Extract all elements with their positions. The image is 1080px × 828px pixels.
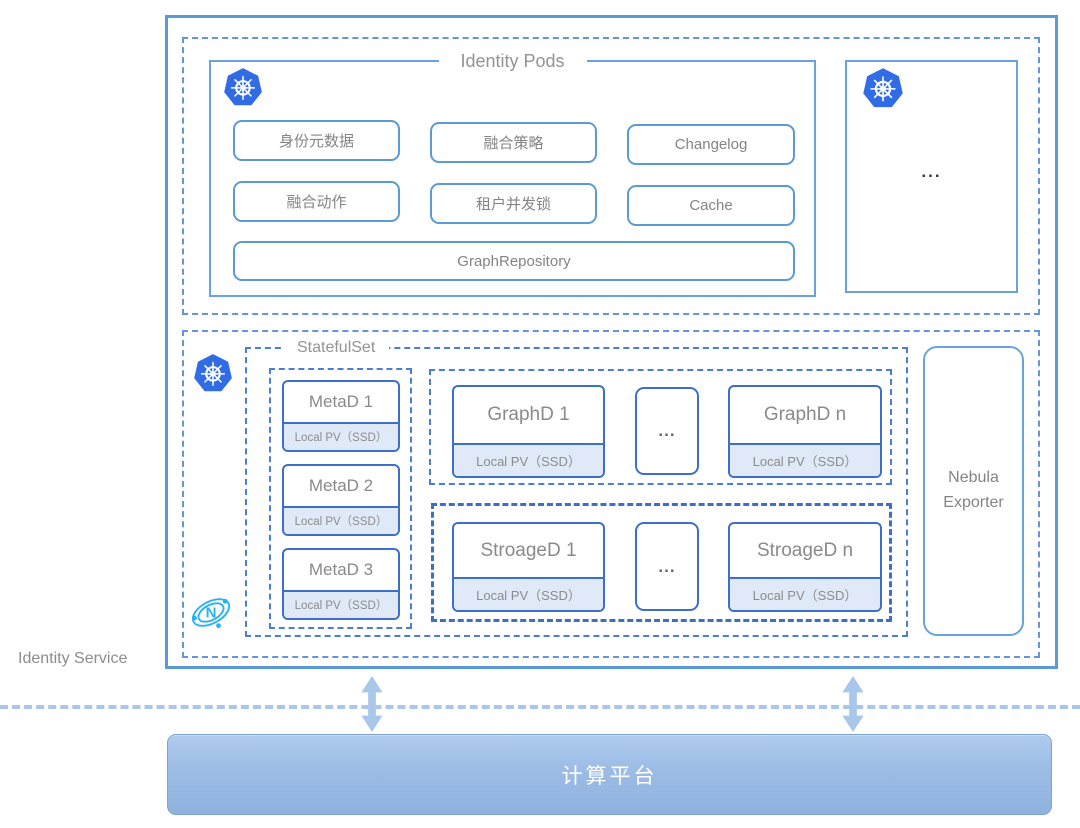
graphd-node-n: GraphD n Local PV（SSD） <box>728 385 882 478</box>
module-cache: Cache <box>627 185 795 226</box>
module-fusion-strategy: 融合策略 <box>430 122 597 163</box>
metad-node-1: MetaD 1 Local PV（SSD） <box>282 380 400 452</box>
nebula-exporter-box: Nebula Exporter <box>923 346 1024 636</box>
node-label: MetaD 1 <box>308 392 374 411</box>
kubernetes-icon <box>192 352 234 394</box>
metad-node-3: MetaD 3 Local PV（SSD） <box>282 548 400 620</box>
bidirectional-arrow-right <box>841 676 865 732</box>
statefulset-section <box>182 330 1040 658</box>
storaged-group <box>431 503 892 622</box>
local-pv-strip: Local PV（SSD） <box>454 443 603 476</box>
module-tenant-concurrency-lock: 租户并发锁 <box>430 183 597 224</box>
local-pv-strip: Local PV（SSD） <box>730 443 880 476</box>
storaged-node-1: StroageD 1 Local PV（SSD） <box>452 522 605 612</box>
kubernetes-icon <box>861 66 905 110</box>
node-label: StroageD n <box>756 539 854 561</box>
module-label: 融合动作 <box>286 194 347 211</box>
local-pv-strip: Local PV（SSD） <box>730 577 880 610</box>
metad-group <box>269 368 412 629</box>
local-pv-strip: Local PV（SSD） <box>284 422 398 450</box>
node-label: GraphD 1 <box>487 404 570 425</box>
node-label: MetaD 3 <box>308 560 374 579</box>
statefulset-title: StatefulSet <box>283 338 390 358</box>
identity-service-box <box>165 15 1058 669</box>
statefulset-box: StatefulSet <box>245 338 908 637</box>
module-label: 租户并发锁 <box>475 196 551 213</box>
ellipsis: ... <box>658 556 676 576</box>
module-label: Changelog <box>674 136 748 153</box>
module-label: 身份元数据 <box>278 133 354 150</box>
compute-platform-label: 计算平台 <box>561 764 658 788</box>
module-identity-metadata: 身份元数据 <box>233 120 400 161</box>
module-fusion-action: 融合动作 <box>233 181 400 222</box>
graphd-ellipsis-box: ... <box>635 387 699 475</box>
node-label: StroageD 1 <box>480 539 577 561</box>
module-label: 融合策略 <box>483 135 544 152</box>
node-label: MetaD 2 <box>308 476 374 495</box>
module-label: Cache <box>689 197 733 214</box>
module-graph-repository: GraphRepository <box>233 241 795 281</box>
module-changelog: Changelog <box>627 124 795 165</box>
storaged-ellipsis-box: ... <box>635 522 699 611</box>
identity-pods-title: Identity Pods <box>438 50 587 72</box>
identity-pods-section <box>182 37 1040 315</box>
ellipsis: ... <box>658 421 676 440</box>
more-pods-box: ... <box>845 60 1018 293</box>
nebula-exporter-label: Nebula Exporter <box>943 469 1004 511</box>
module-label: GraphRepository <box>457 252 571 270</box>
compute-platform-bar: 计算平台 <box>167 734 1052 815</box>
local-pv-strip: Local PV（SSD） <box>454 577 603 610</box>
local-pv-strip: Local PV（SSD） <box>284 590 398 618</box>
nebula-graph-icon <box>186 589 236 636</box>
local-pv-strip: Local PV（SSD） <box>284 506 398 534</box>
platform-boundary-divider <box>0 705 1080 709</box>
bidirectional-arrow-left <box>360 676 384 732</box>
node-label: GraphD n <box>763 404 847 425</box>
graphd-node-1: GraphD 1 Local PV（SSD） <box>452 385 605 478</box>
storaged-node-n: StroageD n Local PV（SSD） <box>728 522 882 612</box>
identity-service-label: Identity Service <box>18 650 128 667</box>
kubernetes-icon <box>222 66 264 108</box>
more-pods-ellipsis: ... <box>921 162 942 181</box>
graphd-group <box>429 369 892 485</box>
metad-node-2: MetaD 2 Local PV（SSD） <box>282 464 400 536</box>
